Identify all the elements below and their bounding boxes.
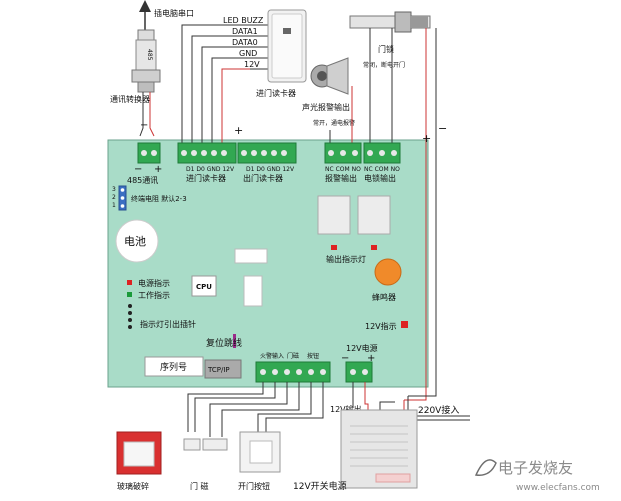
cpu-chip: CPU — [191, 275, 217, 297]
pc-serial-label: 插电脑串口 — [154, 8, 194, 18]
entry-reader-label: 进门读卡器 — [256, 88, 296, 98]
status-leds: 电源指示 工作指示 — [127, 278, 170, 300]
watermark: 电子发烧友 www.elecfans.com — [474, 459, 600, 493]
entry-card-reader: 进门读卡器 — [256, 9, 307, 98]
led-pin-header: 指示灯引出插针 — [128, 304, 196, 329]
alarm-output-label: 报警输出 — [325, 173, 357, 183]
svg-text:+: + — [367, 353, 375, 364]
svg-text:−: − — [341, 353, 349, 364]
v12-output-label: 12V输出 — [330, 404, 362, 414]
terminal-inputs: 火警输入 门磁 按钮 — [255, 352, 331, 383]
lock-output-label: 电锁输出 — [364, 173, 396, 183]
svg-text:工作指示: 工作指示 — [138, 290, 170, 300]
pin-12v: 12V — [244, 60, 260, 69]
terminal-lock-output: NC COM NO 电锁输出 — [363, 142, 401, 183]
termination-jumper: 3 2 1 终端电阻 默认2-3 — [112, 185, 187, 211]
alarm-relay — [317, 195, 351, 235]
work-led — [127, 292, 132, 297]
svg-text:12V开关电源: 12V开关电源 — [293, 480, 347, 492]
svg-text:序列号: 序列号 — [160, 361, 187, 373]
rs485-terminal-label: 485通讯 — [127, 175, 158, 185]
battery: 电池 — [115, 219, 159, 263]
svg-text:D1 D0 GND 12V: D1 D0 GND 12V — [186, 166, 235, 173]
rs485-text: 485 — [146, 49, 153, 61]
reset-jumper-label: 复位跳线 — [206, 337, 242, 349]
termination-label: 终端电阻 默认2-3 — [131, 194, 187, 203]
svg-text:D1 D0 GND 12V: D1 D0 GND 12V — [246, 166, 295, 173]
svg-text:3: 3 — [112, 186, 116, 193]
lock-output-led — [371, 245, 377, 250]
svg-text:CPU: CPU — [196, 283, 212, 291]
door-contact-device: 门 磁 — [183, 438, 228, 491]
output-led-label: 输出指示灯 — [326, 254, 366, 264]
lock-relay — [357, 195, 391, 235]
entry-reader-terminal-label: 进门读卡器 — [186, 173, 226, 183]
board-chip-b — [243, 275, 263, 307]
reader-pin-wires: LED BUZZ DATA1 DATA0 GND 12V — [181, 16, 268, 145]
svg-text:+: + — [154, 164, 162, 175]
v220-input-label: 220V接入 — [418, 404, 459, 416]
svg-text:蜂鸣器: 蜂鸣器 — [372, 292, 396, 302]
svg-text:电源指示: 电源指示 — [138, 278, 170, 288]
power-led — [127, 280, 132, 285]
watermark-text: 电子发烧友 — [498, 459, 573, 477]
svg-text:NC COM NO: NC COM NO — [325, 166, 361, 173]
svg-text:指示灯引出插针: 指示灯引出插针 — [140, 319, 196, 329]
svg-text:1: 1 — [112, 202, 116, 209]
serial-number-box: 序列号 — [144, 356, 204, 377]
alarm-siren: 声光报警输出 常开，通电报警 — [302, 57, 355, 127]
converter-label: 通讯转换器 — [110, 94, 150, 104]
terminal-entry-reader: D1 D0 GND 12V 进门读卡器 — [177, 142, 237, 183]
v12-led-label: 12V指示 — [365, 321, 397, 331]
svg-text:按钮: 按钮 — [307, 352, 319, 360]
reset-jumper — [233, 334, 236, 348]
terminal-12v-power: 12V电源 − + — [341, 343, 378, 383]
svg-text:玻璃破碎: 玻璃破碎 — [117, 481, 149, 491]
alarm-output-led — [331, 245, 337, 250]
rs485-converter: 插电脑串口 485 通讯转换器 — [110, 0, 194, 104]
pin-led-buzz: LED BUZZ — [223, 16, 264, 25]
pin-data0: DATA0 — [232, 38, 258, 47]
terminal-485: − + 485通讯 — [127, 142, 162, 185]
svg-text:门 磁: 门 磁 — [190, 481, 209, 491]
board-chip-a — [234, 248, 268, 264]
battery-label: 电池 — [124, 235, 146, 248]
svg-text:门磁: 门磁 — [287, 352, 299, 360]
switching-power-supply: 12V开关电源 — [293, 409, 418, 492]
svg-text:12V电源: 12V电源 — [346, 343, 378, 353]
exit-reader-terminal-label: 出门读卡器 — [243, 173, 283, 183]
terminal-exit-reader: D1 D0 GND 12V 出门读卡器 — [237, 142, 297, 183]
alarm-device-label: 声光报警输出 — [302, 102, 350, 112]
exit-button-device: 开门按钮 — [238, 431, 281, 491]
svg-text:+: + — [234, 124, 243, 137]
svg-text:NC COM NO: NC COM NO — [364, 166, 400, 173]
pin-data1: DATA1 — [232, 27, 258, 36]
v12-led — [401, 321, 408, 328]
door-lock: 门锁 常闭，断电开门 — [349, 11, 431, 69]
terminal-alarm-output: NC COM NO 报警输出 — [324, 142, 362, 183]
svg-text:TCP/IP: TCP/IP — [207, 366, 230, 374]
buzzer: 蜂鸣器 — [372, 258, 402, 302]
svg-text:−: − — [140, 120, 148, 131]
svg-text:2: 2 — [112, 194, 116, 201]
svg-text:−: − — [134, 164, 142, 175]
door-lock-label: 门锁 — [378, 44, 394, 54]
svg-text:火警输入: 火警输入 — [260, 352, 284, 360]
glass-break-device: 玻璃破碎 — [116, 431, 162, 491]
svg-text:−: − — [438, 122, 447, 135]
controller-board — [107, 139, 429, 388]
svg-text:开门按钮: 开门按钮 — [238, 481, 270, 491]
svg-text:+: + — [422, 132, 431, 145]
pin-gnd: GND — [239, 49, 257, 58]
alarm-note: 常开，通电报警 — [313, 119, 355, 127]
tcpip-port: TCP/IP — [204, 359, 242, 379]
watermark-url: www.elecfans.com — [516, 483, 600, 493]
door-lock-note: 常闭，断电开门 — [363, 61, 405, 69]
